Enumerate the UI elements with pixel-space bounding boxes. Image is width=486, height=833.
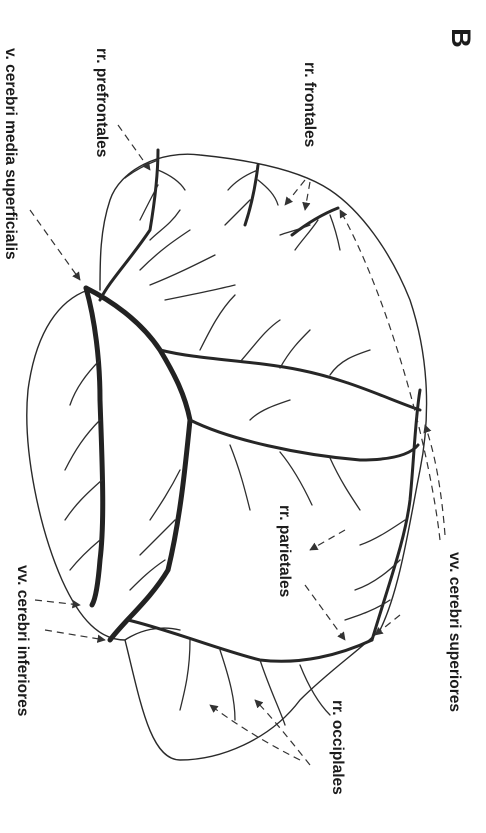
label-vv-cerebri-inferiores: vv. cerebri inferiores bbox=[14, 565, 31, 716]
leader-lines bbox=[30, 125, 445, 765]
label-rr-occipitales: rr. occiplales bbox=[329, 700, 346, 795]
label-vv-cerebri-superiores: vv. cerebri superiores bbox=[446, 552, 463, 712]
label-rr-prefrontales: rr. prefrontales bbox=[93, 48, 110, 157]
label-v-cerebri-media-superficialis: v. cerebri media superficialis bbox=[2, 48, 19, 260]
label-rr-parietales: rr. parietales bbox=[276, 505, 293, 597]
venous-branches bbox=[65, 160, 405, 725]
label-rr-frontales: rr. frontales bbox=[301, 62, 318, 147]
panel-letter: B bbox=[446, 28, 476, 48]
